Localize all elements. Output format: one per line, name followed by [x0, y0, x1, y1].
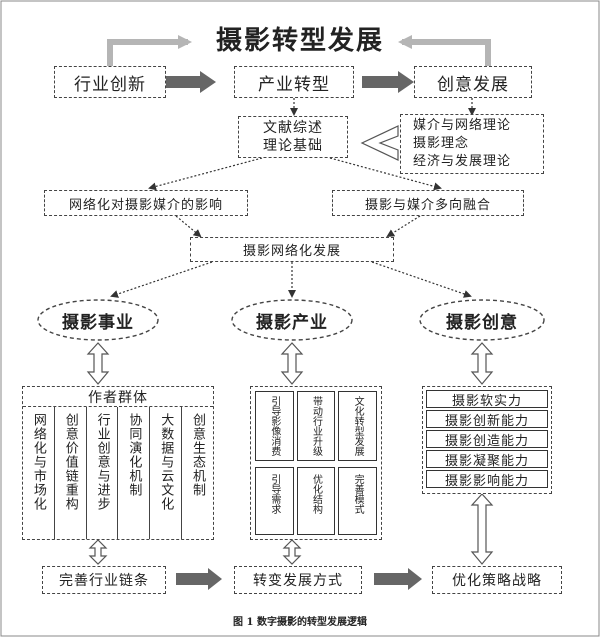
hollow-chevron: [360, 125, 399, 161]
pillar-career: 摄影事业: [62, 312, 134, 333]
node-optimize-strategy: 优化策略战略: [432, 566, 562, 594]
ellipse-career: [37, 299, 159, 341]
career-columns: 网络化与市场化 创意价值链重构 行业创意与进步 协同演化机制 大数据与云文化 创…: [23, 407, 213, 539]
industry-cell: 优化结构: [296, 467, 336, 535]
theory-item: 媒介与网络理论: [413, 118, 512, 133]
double-arrow-industry-bottom: [282, 539, 302, 565]
industry-cell: 引导需求: [255, 467, 294, 535]
double-arrow-industry: [280, 342, 304, 385]
dot-arrow-eff-right: [386, 215, 421, 238]
creative-item: 摄影创新能力: [426, 410, 548, 429]
figure-caption: 图 1 数字摄影的转型发展逻辑: [233, 616, 367, 628]
industry-cell-text: 引导需求: [268, 474, 280, 514]
pillar-creative: 摄影创意: [446, 312, 518, 333]
dot-arrow-lit-left: [148, 157, 263, 191]
industry-cell-text: 优化结构: [310, 474, 322, 514]
career-column-text: 网络化与市场化: [30, 413, 46, 511]
industry-grid-top: 引导影像消费 带动行业升级 文化转型发展: [255, 391, 378, 461]
creative-item: 摄影创造能力: [426, 430, 548, 449]
dot-arrow-eff-left: [175, 215, 202, 238]
industry-cell: 文化转型发展: [338, 391, 378, 461]
feedback-arrow-left: [107, 35, 192, 66]
pillar-industry: 摄影产业: [256, 312, 328, 333]
industry-cell-text: 完善模式: [352, 474, 364, 514]
node-industry-innovation: 行业创新: [54, 66, 166, 98]
literature-line2: 理论基础: [263, 138, 323, 154]
dot-arrow-net-right: [371, 261, 472, 298]
career-column: 大数据与云文化: [150, 407, 183, 539]
node-network-development: 摄影网络化发展: [190, 237, 394, 262]
node-literature-theory: 文献综述 理论基础: [238, 116, 348, 158]
creative-item: 摄影凝聚能力: [426, 450, 548, 469]
career-column-text: 创意生态机制: [190, 413, 206, 497]
career-column-text: 大数据与云文化: [158, 413, 174, 511]
industry-cell: 带动行业升级: [296, 391, 336, 461]
theory-item: 经济与发展理论: [413, 154, 512, 169]
career-column: 行业创意与进步: [87, 407, 119, 539]
creative-item: 摄影软实力: [426, 390, 548, 409]
industry-grid-box: 引导影像消费 带动行业升级 文化转型发展 引导需求 优化结构 完善模式: [250, 386, 382, 540]
node-change-mode: 转变发展方式: [234, 566, 362, 594]
career-column-text: 协同演化机制: [126, 413, 142, 497]
industry-cell: 完善模式: [338, 467, 378, 535]
career-column: 协同演化机制: [118, 407, 151, 539]
node-industrial-transformation: 产业转型: [234, 66, 354, 98]
career-column-text: 行业创意与进步: [94, 413, 110, 511]
industry-cell-text: 带动行业升级: [310, 396, 322, 456]
career-column: 创意价值链重构: [55, 407, 87, 539]
ellipse-industry: [231, 299, 353, 341]
diagram-title: 摄影转型发展: [215, 25, 384, 56]
block-arrow-4: [374, 568, 422, 590]
dot-arrow-lit-right: [329, 157, 442, 191]
block-arrow-3: [176, 568, 222, 590]
industry-cell: 引导影像消费: [255, 391, 294, 461]
dot-arrow-net-left: [110, 261, 213, 298]
feedback-arrow-right: [398, 35, 491, 66]
node-creative-development: 创意发展: [414, 66, 532, 98]
block-arrow-1: [166, 71, 216, 93]
ellipse-creative: [419, 299, 545, 341]
double-arrow-career-bottom: [88, 539, 108, 565]
node-improve-chain: 完善行业链条: [42, 566, 166, 594]
theory-list-box: 媒介与网络理论 摄影理念 经济与发展理论: [400, 114, 544, 174]
creative-item: 摄影影响能力: [426, 470, 548, 489]
literature-line1: 文献综述: [263, 120, 323, 136]
industry-cell-text: 文化转型发展: [352, 396, 364, 456]
industry-cell-text: 引导影像消费: [268, 396, 280, 456]
career-group-header: 作者群体: [23, 387, 213, 407]
career-column: 创意生态机制: [182, 407, 213, 539]
career-column: 网络化与市场化: [23, 407, 55, 539]
industry-grid-bottom: 引导需求 优化结构 完善模式: [255, 467, 378, 535]
career-column-text: 创意价值链重构: [62, 413, 78, 511]
creative-list-box: 摄影软实力 摄影创新能力 摄影创造能力 摄影凝聚能力 摄影影响能力: [422, 386, 552, 494]
double-arrow-creative: [470, 342, 494, 385]
node-network-impact: 网络化对摄影媒介的影响: [44, 190, 248, 216]
theory-item: 摄影理念: [413, 136, 470, 151]
double-arrow-creative-bottom: [470, 493, 494, 565]
double-arrow-career: [86, 342, 110, 385]
node-media-fusion: 摄影与媒介多向融合: [332, 190, 524, 216]
career-group-box: 作者群体 网络化与市场化 创意价值链重构 行业创意与进步 协同演化机制 大数据与…: [22, 386, 214, 540]
block-arrow-2: [362, 71, 414, 93]
